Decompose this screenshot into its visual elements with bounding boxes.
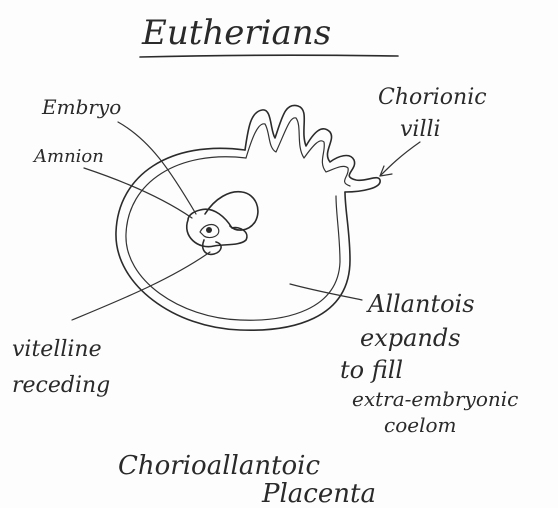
label-chorionic-2: villi — [400, 117, 441, 142]
caption-line-2: Placenta — [261, 479, 376, 508]
amnion-leader — [84, 168, 192, 218]
diagram-title: Eutherians — [141, 13, 331, 53]
label-allantois-1: Allantois — [366, 290, 475, 318]
chorionic-villi — [245, 105, 380, 192]
chorion-outer — [116, 148, 350, 330]
embryo-dot — [206, 227, 212, 233]
label-allantois-2: expands — [360, 324, 461, 352]
chorionic-villi-inner — [246, 118, 350, 186]
amnion-sac — [187, 209, 247, 246]
title-underline — [140, 55, 398, 57]
chorionic-arrow — [380, 142, 420, 176]
label-amnion: Amnion — [32, 146, 104, 167]
label-vitelline-2: receding — [12, 373, 110, 398]
label-allantois-4: extra-embryonic — [352, 387, 518, 411]
caption-line-1: Chorioallantoic — [118, 451, 320, 481]
label-chorionic-1: Chorionic — [378, 85, 487, 110]
embryo-leader — [118, 122, 196, 214]
label-allantois-5: coelom — [384, 413, 456, 437]
label-embryo: Embryo — [41, 95, 121, 119]
label-allantois-3: to fill — [340, 356, 403, 384]
allantois-leader — [290, 284, 362, 300]
label-vitelline-1: vitelline — [12, 337, 102, 362]
chorion-inner — [126, 157, 340, 320]
